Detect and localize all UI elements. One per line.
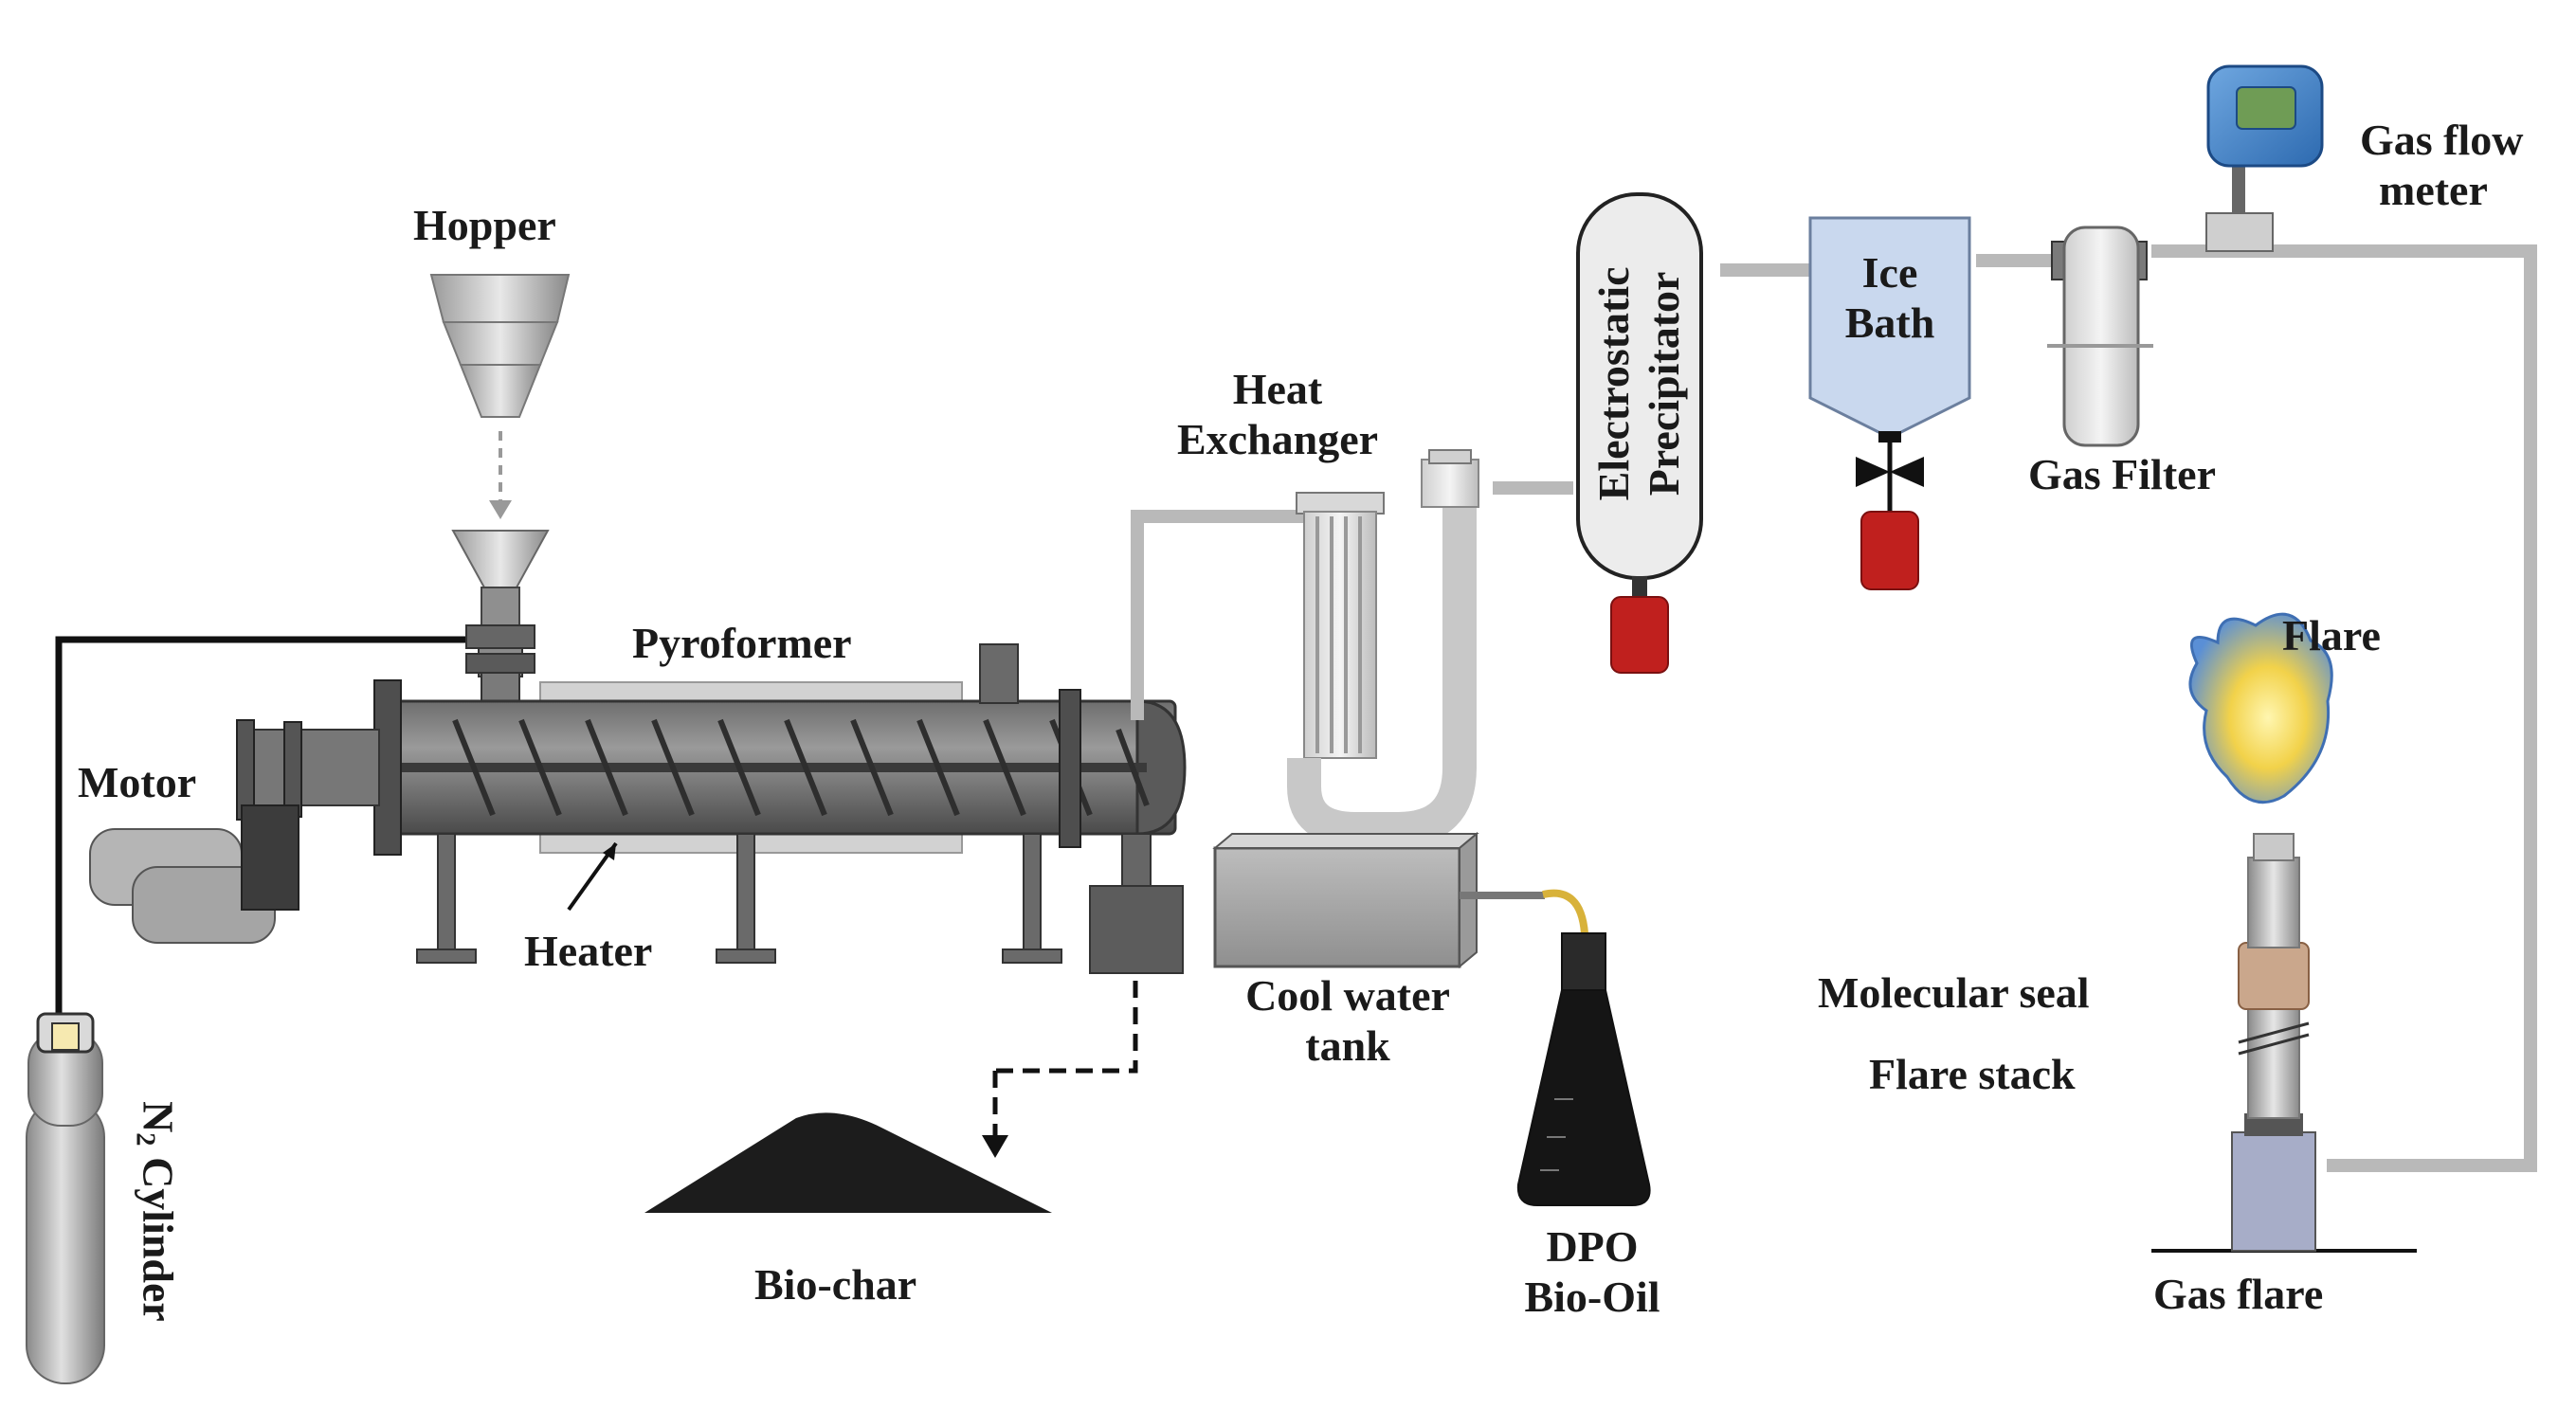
heater-label: Heater [524,927,653,975]
cool-water-tank [1212,831,1588,969]
gas-pipes [1131,244,2537,1172]
flame [2188,612,2333,804]
n2-cylinder [26,1012,105,1384]
pyroformer-reactor [236,643,1187,974]
molecular-seal-label: Molecular seal [1818,968,2090,1017]
electrostatic-precipitator-label-line1: Electrostatic [1589,266,1639,501]
ice-bath-label: Ice Bath [1814,248,1966,349]
n2-cylinder-label-subscript: 2 [130,1132,160,1147]
hopper-label: Hopper [413,201,556,249]
motor-label: Motor [78,758,197,806]
n2-cylinder-label-main: N [134,1101,183,1133]
gas-flow-meter-label-line2: meter [2379,165,2488,214]
gas-flow-meter-label-line1: Gas flow [2360,116,2524,164]
heat-exchanger-label-line1: Heat [1232,365,1323,413]
motor [89,804,299,944]
ice-bath-label-line2: Bath [1844,298,1935,347]
dpo-bio-oil-label-line2: Bio-Oil [1524,1272,1660,1321]
feed-funnel [451,530,550,707]
gas-filter-label: Gas Filter [2028,450,2216,498]
flare-stack [2151,833,2417,1253]
cool-water-tank-label: Cool water tank [1206,971,1490,1072]
dpo-bio-oil-label: DPO Bio-Oil [1497,1222,1687,1323]
hopper [429,274,571,519]
gas-flow-meter-label: Gas flow meter [2360,116,2568,216]
bio-char-discharge [644,981,1138,1213]
flare-label: Flare [2282,611,2381,659]
n2-cylinder-label: N2 Cylinder [129,1050,183,1372]
heat-exchanger-label-line2: Exchanger [1176,414,1379,463]
dpo-bio-oil-label-line1: DPO [1546,1222,1639,1271]
bio-oil-flask [1516,932,1651,1206]
bio-char-label: Bio-char [754,1260,917,1309]
gas-filter [2047,226,2153,447]
pyroformer-label: Pyroformer [632,619,852,667]
nitrogen-supply-line [55,636,474,1019]
n2-cylinder-label-rest: Cylinder [134,1146,183,1322]
heat-exchanger-label: Heat Exchanger [1154,365,1401,465]
cool-water-tank-label-line2: tank [1305,1021,1390,1070]
heat-exchanger [1287,449,1479,854]
gas-flare-label: Gas flare [2153,1270,2324,1318]
electrostatic-precipitator-label-line2: Precipitator [1640,271,1688,497]
electrostatic-precipitator [1576,192,1703,674]
ice-bath-label-line1: Ice [1861,248,1918,297]
electrostatic-precipitator-label: Electrostatic Precipitator [1589,242,1690,526]
cool-water-tank-label-line1: Cool water [1245,971,1450,1020]
flare-stack-label: Flare stack [1869,1050,2076,1098]
ice-bath [1808,216,1971,590]
gas-flow-meter [2205,64,2324,252]
